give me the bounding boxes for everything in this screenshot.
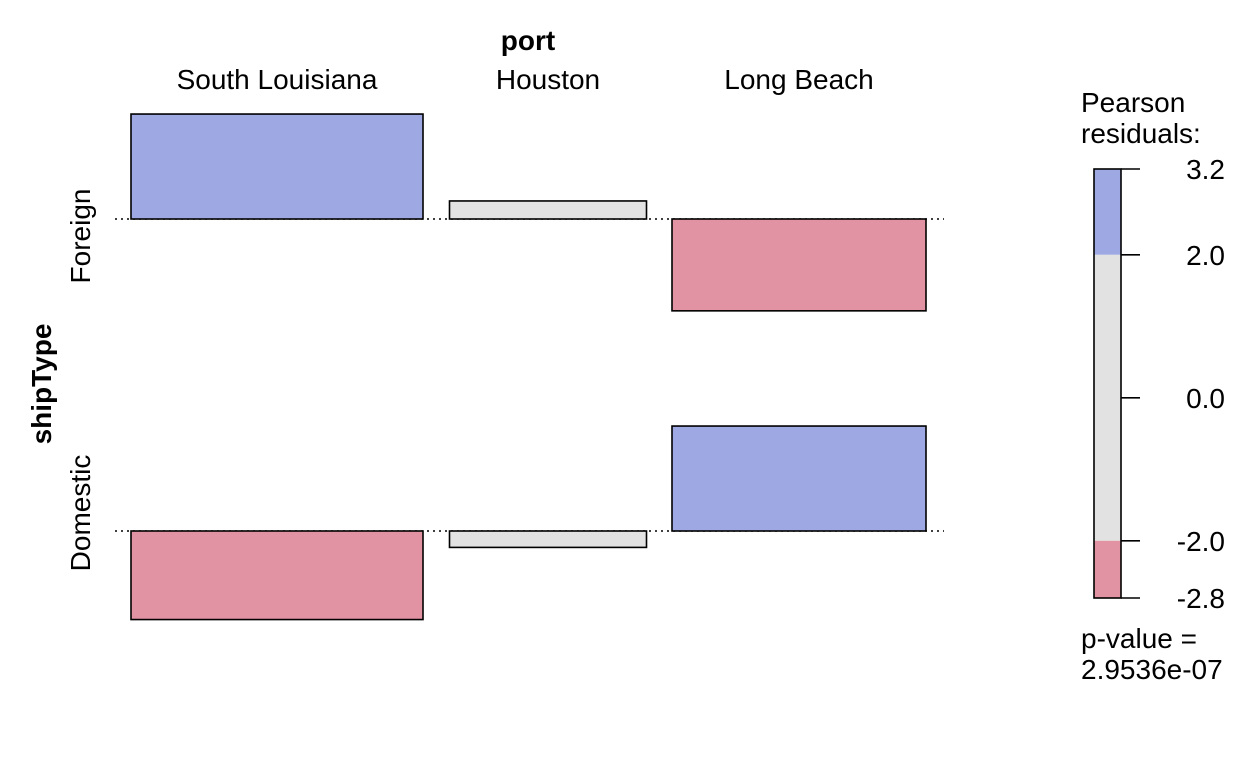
row-label-domestic: Domestic: [65, 455, 96, 572]
row-label-foreign: Foreign: [65, 189, 96, 284]
column-label-long-beach: Long Beach: [724, 64, 873, 95]
legend-color-bar: [1093, 168, 1122, 599]
legend: Pearson residuals: 3.2 2.0 0.0 -2.0 -2.8 p-v…: [1081, 87, 1225, 685]
legend-tick-label: 2.0: [1186, 240, 1225, 271]
residual-bar-domestic-south-louisiana: [130, 530, 424, 621]
legend-bar-frame: [1093, 168, 1122, 599]
residual-bar-domestic-long-beach: [671, 425, 927, 532]
legend-tick-label: 3.2: [1186, 154, 1225, 185]
residual-bar-domestic-houston: [448, 530, 648, 549]
legend-band-2-to-3-2: [1094, 169, 1121, 255]
legend-tick-label: 0.0: [1186, 383, 1225, 414]
legend-tick-label: -2.0: [1177, 526, 1225, 557]
p-value-label: p-value =: [1081, 623, 1197, 654]
plot-area: South Louisiana Houston Long BeachForeignD…: [65, 64, 944, 621]
legend-band-2-8-to-2: [1094, 540, 1121, 598]
column-label-south-louisiana: South Louisiana: [177, 64, 378, 95]
x-axis-title: port: [501, 25, 555, 56]
legend-tick-label: -2.8: [1177, 583, 1225, 614]
legend-title-line2: residuals:: [1081, 118, 1201, 149]
residual-bar-foreign-houston: [448, 200, 648, 220]
y-axis-title: shipType: [26, 324, 57, 445]
column-label-houston: Houston: [496, 64, 600, 95]
legend-ticks: 3.2 2.0 0.0 -2.0 -2.8: [1121, 154, 1225, 614]
legend-title-line1: Pearson: [1081, 87, 1185, 118]
residual-bar-foreign-south-louisiana: [130, 113, 424, 220]
p-value: 2.9536e-07: [1081, 654, 1223, 685]
legend-band-2-to-2: [1094, 254, 1121, 541]
residual-bar-foreign-long-beach: [671, 218, 927, 312]
